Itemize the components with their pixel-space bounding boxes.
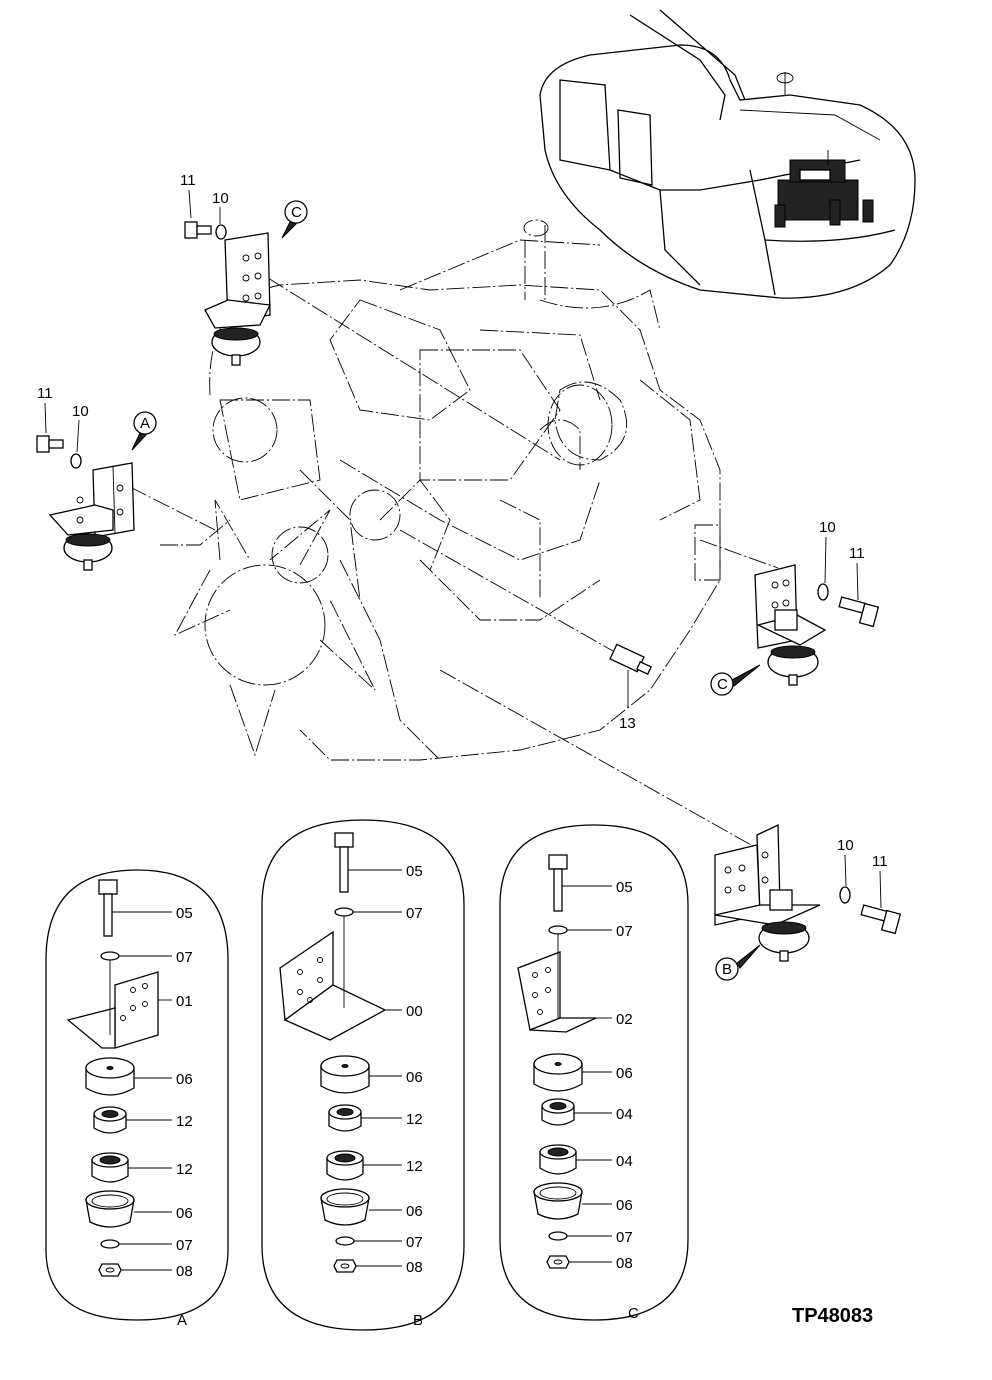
part-label: 06 [406,1069,423,1086]
washer-icon [334,907,354,917]
spacer-icon [539,1144,577,1175]
view-label: B [413,1312,423,1329]
rubber-mount-icon [320,1055,370,1094]
part-label: 12 [176,1161,193,1178]
rubber-cup-icon [533,1182,583,1220]
part-label: 04 [616,1106,633,1123]
spacer-icon [541,1098,575,1126]
bolt-number: 11 [849,545,865,562]
sensor-number: 13 [619,715,636,732]
nut-icon [98,1263,122,1277]
view-a-letter: A [140,415,150,432]
bracket-icon [66,960,159,1049]
part-label: 12 [406,1111,423,1128]
part-label: 05 [406,863,423,880]
detail-view-b: 05 07 00 06 12 [261,819,465,1331]
nut-icon [546,1255,570,1269]
part-label: 07 [616,1229,633,1246]
washer-icon [548,1231,568,1241]
bolt-icon [98,879,118,937]
detail-view-a: 05 07 01 06 12 [45,869,229,1329]
mount-b-right: 10 11 B [714,823,902,981]
washer-number: 10 [212,190,229,207]
part-label: 07 [176,1237,193,1254]
part-label: 05 [176,905,193,922]
nut-icon [333,1259,357,1273]
view-c-callout [284,200,308,224]
washer-number: 10 [837,837,854,854]
part-label: 08 [176,1263,193,1280]
sensor-part: 13 [609,643,652,732]
rubber-mount-icon [533,1053,583,1092]
excavator-thumbnail [539,9,916,299]
bracket-icon [517,934,597,1033]
bolt-number: 11 [872,853,888,870]
part-label: 07 [616,923,633,940]
spacer-icon [326,1150,364,1181]
washer-number: 10 [72,403,89,420]
washer-icon [70,453,82,469]
part-label: 07 [406,1234,423,1251]
spacer-icon [328,1104,362,1132]
bracket-icon [279,916,387,1041]
mount-c-right: 10 11 C [710,519,880,696]
part-label: 00 [406,1003,423,1020]
washer-icon [100,951,120,961]
drawing-number: TP48083 [792,1305,873,1327]
leader-lines [129,277,779,851]
part-label: 08 [616,1255,633,1272]
bolt-icon [548,854,568,912]
part-label: 06 [406,1203,423,1220]
part-label: 01 [176,993,193,1010]
part-label: 06 [176,1205,193,1222]
part-label: 02 [616,1011,633,1028]
spacer-icon [91,1152,129,1183]
washer-icon [215,224,227,240]
part-label: 04 [616,1153,633,1170]
part-label: 07 [406,905,423,922]
washer-icon [817,583,829,601]
view-c-letter: C [291,204,302,221]
view-b-letter: B [722,961,732,978]
washer-number: 10 [819,519,836,536]
sensor-icon [609,643,652,676]
spacer-icon [93,1106,127,1134]
engine-mini-icon [774,150,874,228]
washer-icon [100,1239,120,1249]
rubber-mount-icon [85,1057,135,1096]
fan-icon [173,499,376,757]
view-label: A [177,1312,187,1329]
view-b-callout [715,957,739,981]
part-label: 08 [406,1259,423,1276]
part-label: 12 [176,1113,193,1130]
washer-icon [548,925,568,935]
rubber-cup-icon [85,1190,135,1228]
bolt-icon [36,435,64,453]
part-label: 06 [616,1065,633,1082]
view-label: C [628,1305,639,1322]
bolt-number: 11 [37,385,53,402]
part-label: 06 [616,1197,633,1214]
engine-assembly [160,219,721,761]
part-label: 12 [406,1158,423,1175]
bolt-number: 11 [180,172,196,189]
part-label: 07 [176,949,193,966]
bolt-icon [838,596,880,628]
detail-view-c: 05 07 02 06 04 [499,824,689,1322]
bolt-icon [860,904,902,935]
part-label: 06 [176,1071,193,1088]
bolt-icon [334,832,354,893]
washer-icon [335,1236,355,1246]
bolt-icon [184,221,212,239]
rubber-cup-icon [320,1188,370,1226]
mount-c-top: 11 10 C [180,172,308,366]
view-a-callout [133,411,157,435]
view-c-letter: C [717,676,728,693]
washer-icon [839,886,851,904]
part-label: 05 [616,879,633,896]
mount-a-left: 11 10 A [36,385,157,571]
